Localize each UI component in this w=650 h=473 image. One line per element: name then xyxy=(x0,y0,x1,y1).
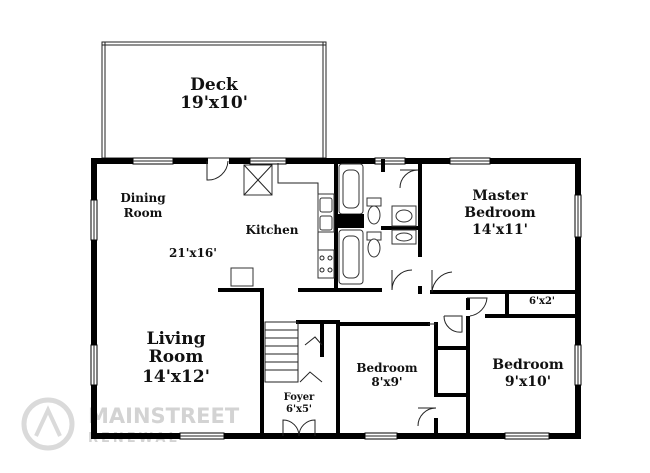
foyer-size: 6'x5' xyxy=(286,404,312,415)
living-name-1: Living xyxy=(147,329,206,349)
room-living-label: Living Room 14'x12' xyxy=(142,329,210,387)
kitchen-fixtures xyxy=(230,163,335,287)
room-closet-label: 6'x2' xyxy=(529,296,555,307)
dining-name-2: Room xyxy=(124,206,163,220)
room-foyer-label: Foyer 6'x5' xyxy=(284,392,315,415)
room-deck-label: Deck 19'x10' xyxy=(180,75,248,113)
room-dining-label: Dining Room xyxy=(120,191,166,220)
main-size: 21'x16' xyxy=(169,246,217,260)
room-main-size-label: 21'x16' xyxy=(169,246,217,260)
watermark: MAINSTREET RENEWAL xyxy=(21,397,240,451)
closet-size: 6'x2' xyxy=(529,296,555,307)
bedroom-small-size: 8'x9' xyxy=(371,375,402,389)
room-kitchen-label: Kitchen xyxy=(246,223,299,237)
dining-name-1: Dining xyxy=(120,191,166,205)
foyer-name: Foyer xyxy=(284,392,315,403)
room-master-label: Master Bedroom 14'x11' xyxy=(464,188,536,238)
bedroom-small-name: Bedroom xyxy=(356,361,417,375)
master-size: 14'x11' xyxy=(472,222,528,238)
watermark-line1: MAINSTREET xyxy=(88,404,240,428)
master-name-1: Master xyxy=(472,188,528,204)
interior-doors xyxy=(282,169,488,437)
bedroom-right-size: 9'x10' xyxy=(505,374,551,390)
bedroom-right-name: Bedroom xyxy=(492,357,564,373)
bathroom-fixtures xyxy=(336,163,417,285)
kitchen-name: Kitchen xyxy=(246,223,299,237)
deck-name: Deck xyxy=(190,75,239,95)
deck-size: 19'x10' xyxy=(180,93,248,113)
room-bedroom-right-label: Bedroom 9'x10' xyxy=(492,357,564,390)
living-name-2: Room xyxy=(149,347,204,367)
room-bedroom-small-label: Bedroom 8'x9' xyxy=(356,361,417,389)
stairs xyxy=(264,321,323,383)
deck xyxy=(101,41,327,159)
master-name-2: Bedroom xyxy=(464,205,536,221)
living-size: 14'x12' xyxy=(142,367,210,387)
deck-door xyxy=(206,160,229,181)
windows xyxy=(90,157,582,440)
